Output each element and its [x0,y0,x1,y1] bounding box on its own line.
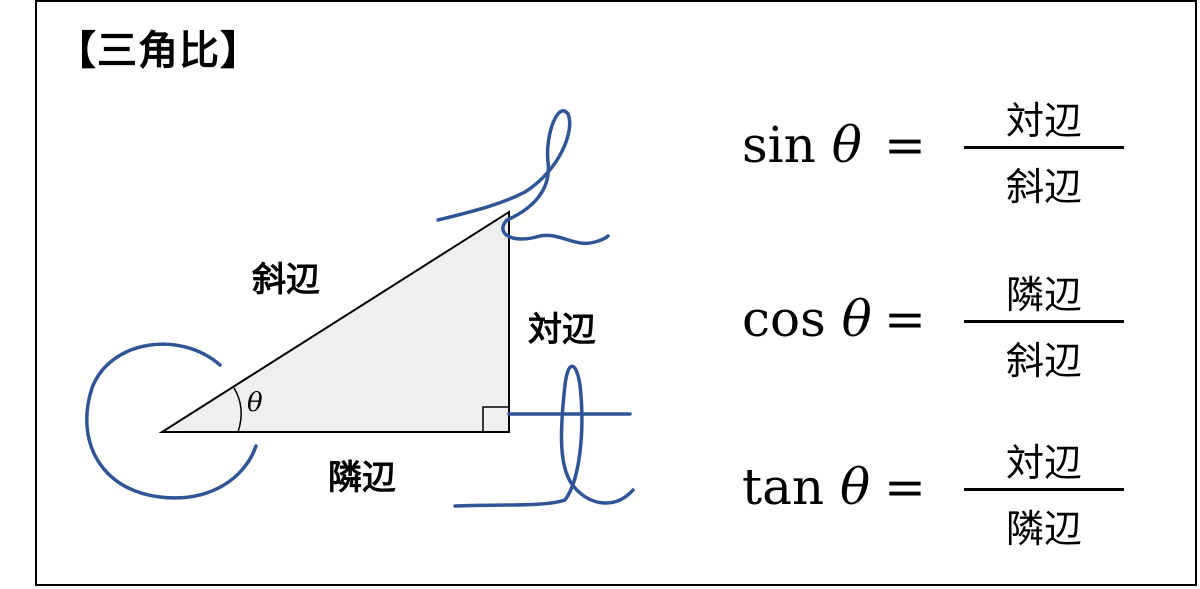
cos-fraction-bar [964,320,1124,323]
cos-equals-sign: = [884,290,926,348]
tan-function-name: tan [742,458,825,516]
cos-numerator: 隣辺 [1005,273,1082,317]
opposite-label: 対辺 [528,310,596,350]
sin-fraction-bar [964,146,1124,149]
angle-theta-label: θ [247,388,263,418]
tan-numerator: 対辺 [1005,441,1082,485]
tan-fraction: 対辺 隣辺 [964,430,1124,551]
sin-denominator: 斜辺 [1005,165,1082,209]
sin-fraction: 対辺 斜辺 [964,88,1124,209]
sin-equals-sign: = [884,116,926,174]
handwritten-s-stroke [436,109,610,246]
right-angle-marker [482,406,509,432]
tan-formula: tan θ = 対辺 隣辺 [742,430,1142,551]
cos-function: cos θ [742,290,872,348]
cos-formula: cos θ = 隣辺 斜辺 [742,262,1142,383]
cos-function-name: cos [742,290,826,348]
tan-equals-sign: = [884,458,926,516]
tan-denominator: 隣辺 [1005,507,1082,551]
cos-fraction: 隣辺 斜辺 [964,262,1124,383]
sin-function: sin θ [742,116,862,174]
cos-denominator: 斜辺 [1005,339,1082,383]
angle-arc [233,387,242,433]
cos-theta: θ [841,290,872,348]
adjacent-label: 隣辺 [328,458,396,498]
tan-function: tan θ [742,458,870,516]
tan-theta: θ [840,458,871,516]
hypotenuse-label: 斜辺 [252,260,320,300]
sin-function-name: sin [742,116,816,174]
sin-formula: sin θ = 対辺 斜辺 [742,88,1142,209]
tan-fraction-bar [964,488,1124,491]
handwritten-c-stroke [85,342,258,500]
right-triangle [158,210,510,433]
handwritten-t-stroke [453,364,635,508]
page-title: 【三角比】 [56,28,261,74]
sin-theta: θ [831,116,862,174]
sin-numerator: 対辺 [1005,99,1082,143]
